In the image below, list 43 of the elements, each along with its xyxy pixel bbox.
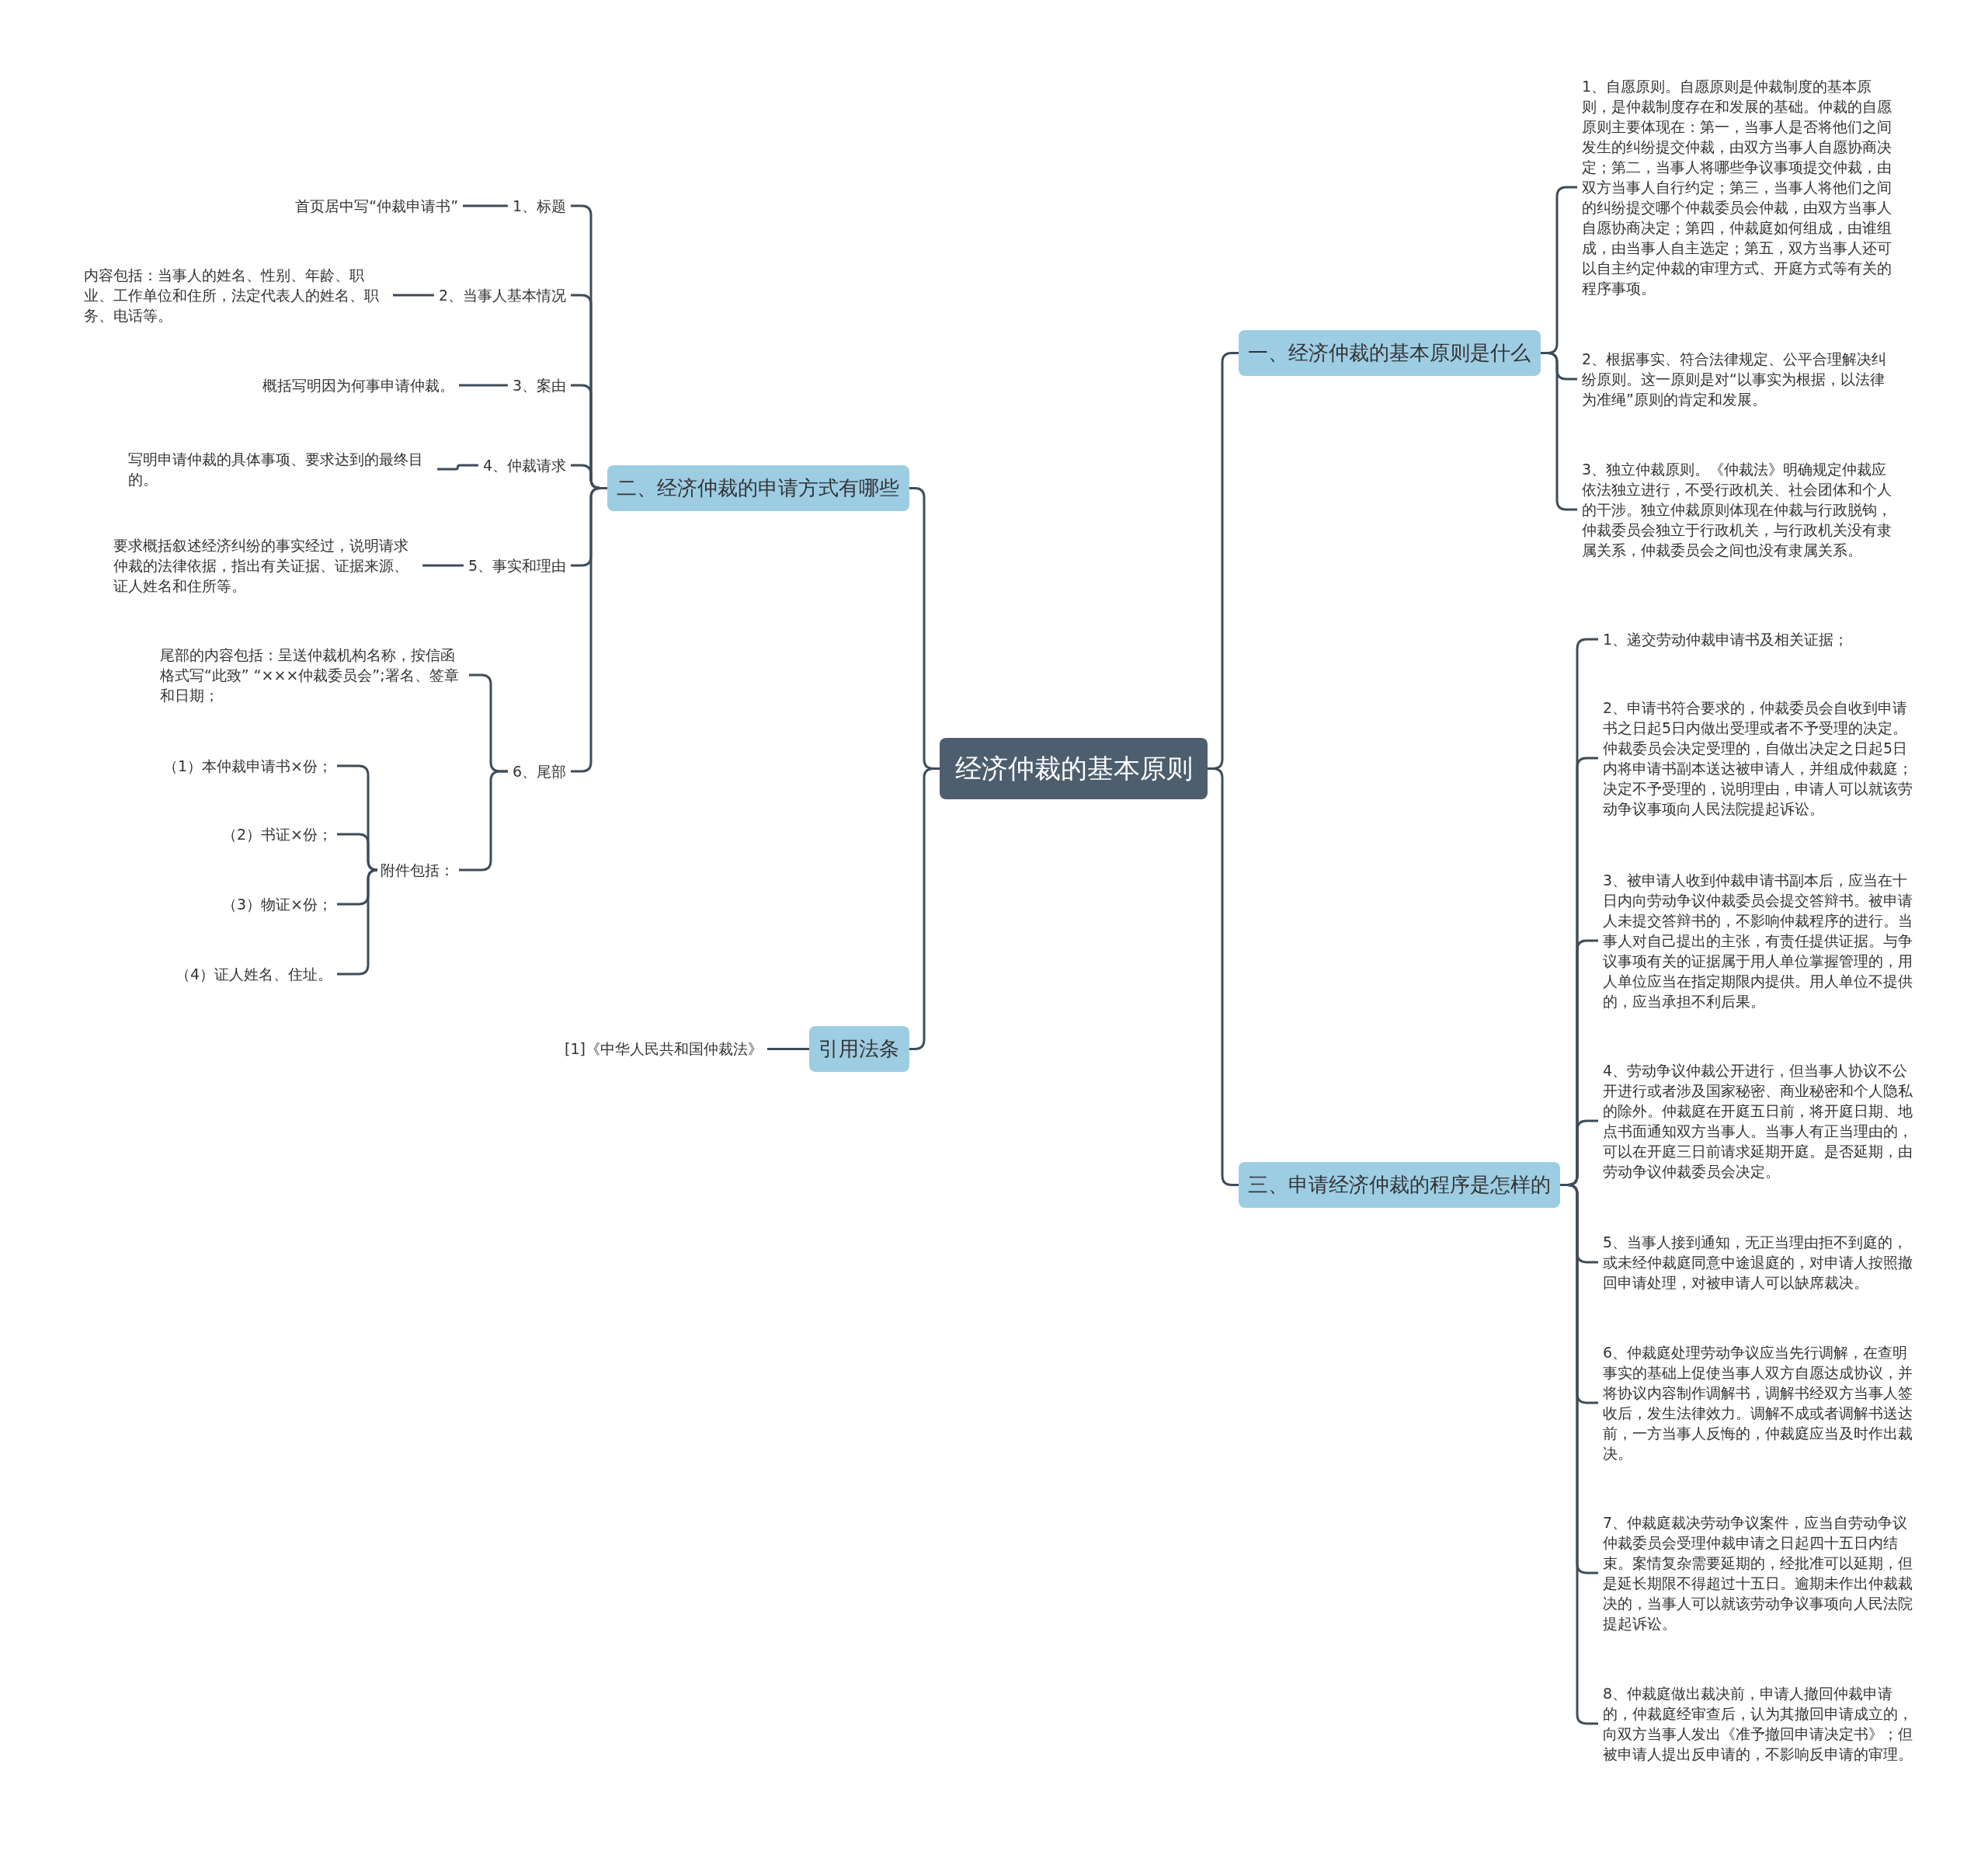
connector-line bbox=[459, 770, 508, 872]
branch-label: [1]《中华人民共和国仲裁法》 bbox=[560, 1039, 767, 1059]
branch-label: 附件包括： bbox=[376, 860, 459, 880]
connector-line bbox=[767, 1048, 809, 1050]
note-text: 4、劳动争议仲裁公开进行，但当事人协议不公开进行或者涉及国家秘密、商业秘密和个人隐私的除外。仲裁庭在开庭五日前，将开庭日期、地点书面通知双方当事人。当事人有正当理由的，可以在开庭三日前请求延期开庭。是否延期，由劳动争议仲裁委员会决定。 bbox=[1598, 1060, 1918, 1181]
note-text: 写明申请仲裁的具体事项、要求达到的最终目的。 bbox=[123, 449, 437, 489]
note-text: 7、仲裁庭裁决劳动争议案件，应当自劳动争议仲裁委员会受理仲裁申请之日起四十五日内结束。案情复杂需要延期的，经批准可以延期，但是延长期限不得超过十五日。逾期未作出仲裁裁决的，当事人可以就该劳动争议事项向人民法院提起诉讼。 bbox=[1598, 1512, 1918, 1634]
topic-box: 一、经济仲裁的基本原则是什么 bbox=[1239, 330, 1541, 376]
note-text: 3、独立仲裁原则。《仲裁法》明确规定仲裁应依法独立进行，不受行政机关、社会团体和个人的干涉。独立仲裁原则体现在仲裁与行政脱钩，仲裁委员会独立于行政机关，与行政机关没有隶属关系，仲裁委员会之间也没有隶属关系。 bbox=[1577, 459, 1897, 560]
note-text: 尾部的内容包括：呈送仲裁机构名称，按信函格式写“此致” “×××仲裁委员会”;署名、签章和日期； bbox=[155, 645, 469, 705]
note-text: 要求概括叙述经济纠纷的事实经过，说明请求仲裁的法律依据，指出有关证据、证据来源、证人姓名和住所等。 bbox=[109, 535, 422, 596]
branch-label: （4）证人姓名、住址。 bbox=[170, 964, 337, 984]
topic-box: 引用法条 bbox=[809, 1026, 909, 1072]
note-text: 6、仲裁庭处理劳动争议应当先行调解，在查明事实的基础上促使当事人双方自愿达成协议，并将协议内容制作调解书，调解书经双方当事人签收后，发生法律效力。调解不成或者调解书送达前，一方当事人反悔的，仲裁庭应当及时作出裁决。 bbox=[1598, 1342, 1918, 1463]
branch-label: （2）书证×份； bbox=[217, 824, 337, 844]
note-text: 2、根据事实、符合法律规定、公平合理解决纠纷原则。这一原则是对“以事实为根据，以法律为准绳”原则的肯定和发展。 bbox=[1577, 349, 1897, 409]
branch-label: （3）物证×份； bbox=[217, 894, 337, 914]
branch-label: 5、事实和理由 bbox=[463, 555, 571, 576]
connector-line bbox=[463, 204, 508, 207]
topic-box: 三、申请经济仲裁的程序是怎样的 bbox=[1239, 1162, 1560, 1208]
branch-label: （1）本仲裁申请书×份； bbox=[158, 756, 337, 776]
central-topic-box: 经济仲裁的基本原则 bbox=[940, 738, 1208, 799]
connector-line bbox=[393, 294, 434, 297]
note-text: 5、当事人接到通知，无正当理由拒不到庭的，或未经仲裁庭同意中途退庭的，对申请人按照撤回申请处理，对被申请人可以缺席裁决。 bbox=[1598, 1232, 1918, 1293]
note-text: 8、仲裁庭做出裁决前，申请人撤回仲裁申请的，仲裁庭经审查后，认为其撤回申请成立的，向双方当事人发出《准予撤回申请决定书》；但被申请人提出反申请的，不影响反申请的审理。 bbox=[1598, 1683, 1918, 1764]
note-text: 3、被申请人收到仲裁申请书副本后，应当在十日内向劳动争议仲裁委员会提交答辩书。被申请人未提交答辩书的，不影响仲裁程序的进行。当事人对自己提出的主张，有责任提供证据。与争议事项有关的证据属于用人单位掌握管理的，用人单位应当在指定期限内提供。用人单位不提供的，应当承担不利后果。 bbox=[1598, 870, 1918, 1011]
connector-line bbox=[337, 868, 379, 976]
branch-label: 概括写明因为何事申请仲裁。 bbox=[258, 375, 459, 395]
branch-label: 3、案由 bbox=[507, 375, 571, 395]
connector-line bbox=[337, 833, 379, 872]
branch-label: 4、仲裁请求 bbox=[478, 455, 571, 475]
topic-box: 二、经济仲裁的申请方式有哪些 bbox=[607, 465, 909, 511]
connector-line bbox=[459, 384, 508, 387]
note-text: 1、递交劳动仲裁申请书及相关证据； bbox=[1598, 629, 1918, 649]
note-text: 2、申请书符合要求的，仲裁委员会自收到申请书之日起5日内做出受理或者不予受理的决定。仲裁委员会决定受理的，自做出决定之日起5日内将申请书副本送达被申请人，并组成仲裁庭；决定不予受理的，说明理由，申请人可以就该劳动争议事项向人民法院提起诉讼。 bbox=[1598, 698, 1918, 819]
branch-label: 首页居中写“仲裁申请书” bbox=[290, 196, 463, 216]
connector-line bbox=[422, 564, 464, 567]
branch-label: 6、尾部 bbox=[507, 761, 571, 781]
connector-line bbox=[437, 464, 478, 471]
note-text: 内容包括：当事人的姓名、性别、年龄、职业、工作单位和住所，法定代表人的姓名、职务、电话等。 bbox=[79, 265, 393, 325]
note-text: 1、自愿原则。自愿原则是仲裁制度的基本原则，是仲裁制度存在和发展的基础。仲裁的自愿原则主要体现在：第一，当事人是否将他们之间发生的纠纷提交仲裁，由双方当事人自愿协商决定；第二，当事人将哪些争议事项提交仲裁，由双方当事人自行约定；第三，当事人将他们之间的纠纷提交哪个仲裁委员会仲裁，由双方当事人自愿协商决定；第四，仲裁庭如何组成，由谁组成，由当事人自主选定；第五，双方当事人还可以自主约定仲裁的审理方式、开庭方式等有关的程序事项。 bbox=[1577, 76, 1897, 298]
branch-label: 1、标题 bbox=[507, 196, 571, 216]
branch-label: 2、当事人基本情况 bbox=[433, 285, 571, 305]
